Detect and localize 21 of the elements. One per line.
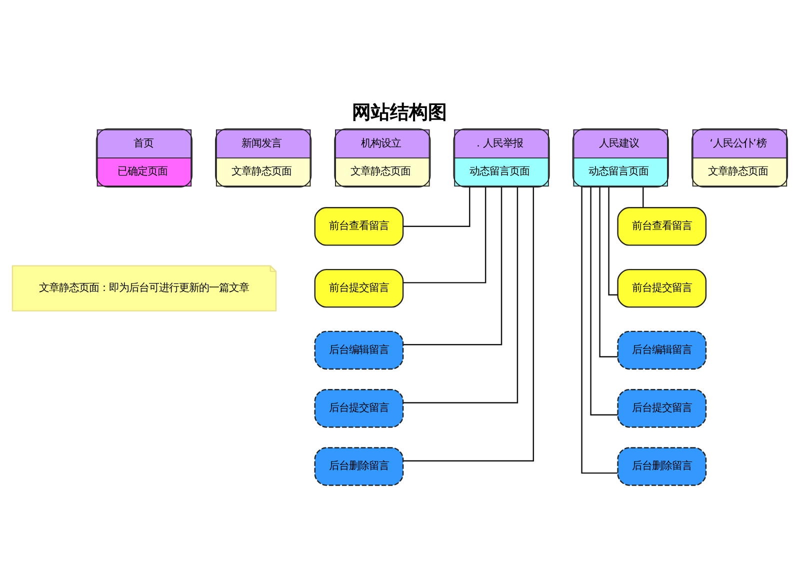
connector [590,187,618,416]
connector [403,187,518,404]
node-box: 后台删除留言 [617,447,707,486]
connector [403,187,486,284]
node-box: 前台查看留言 [314,207,404,246]
node-box: 后台提交留言 [314,388,404,428]
connector [403,187,502,346]
node-box: 前台提交留言 [314,268,404,308]
node-box: 后台提交留言 [617,388,707,428]
node-box: 前台提交留言 [617,268,707,308]
node-box: 后台删除留言 [314,447,404,486]
node-box: 后台编辑留言 [617,330,707,370]
connector [403,187,470,228]
diagram-title: 网站结构图 [352,102,448,124]
connector [608,187,618,296]
connector [403,187,534,462]
connector [642,187,644,208]
connector [581,187,618,474]
connector [599,187,618,358]
node-box: 后台编辑留言 [314,330,404,370]
node-box: 前台查看留言 [617,207,707,246]
